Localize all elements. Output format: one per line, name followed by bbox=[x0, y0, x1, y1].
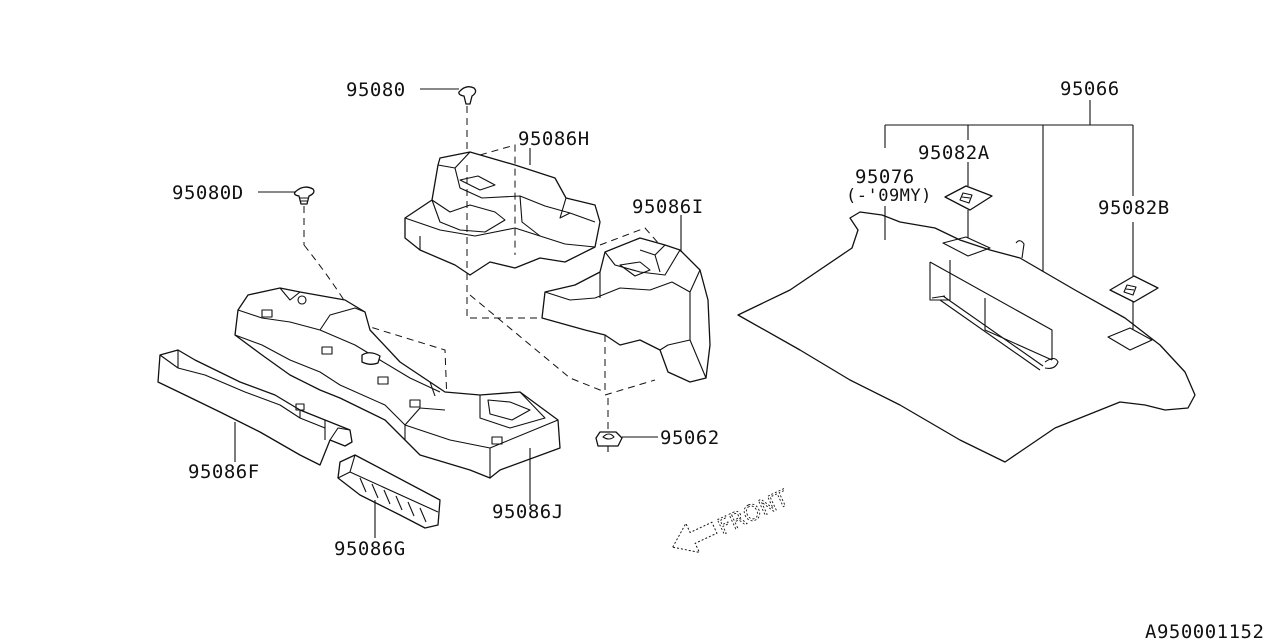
guide-dashes-2 bbox=[479, 144, 516, 255]
label-95062: 95062 bbox=[660, 427, 720, 449]
part-95086g[interactable] bbox=[337, 454, 441, 529]
label-95066: 95066 bbox=[1060, 78, 1120, 100]
leader-95066 bbox=[884, 100, 1134, 272]
label-95086f: 95086F bbox=[188, 461, 260, 483]
label-plate-95082a[interactable] bbox=[942, 185, 993, 257]
guide-dashes-1 bbox=[466, 165, 540, 319]
label-95086j: 95086J bbox=[492, 501, 564, 523]
label-95086g: 95086G bbox=[334, 538, 406, 560]
guide-dashes-5 bbox=[314, 309, 448, 403]
label-95086h: 95086H bbox=[518, 128, 590, 150]
panel-95086j[interactable] bbox=[234, 287, 561, 479]
front-indicator-text: FRONT bbox=[714, 486, 793, 541]
label-95080d: 95080D bbox=[172, 182, 244, 204]
panel-95086h[interactable] bbox=[404, 151, 601, 276]
label-95076: 95076 bbox=[855, 166, 915, 188]
panel-95086f[interactable] bbox=[157, 349, 353, 466]
strap-95076[interactable] bbox=[929, 260, 1053, 361]
guide-dashes-4 bbox=[599, 227, 661, 246]
guide-dashes-3 bbox=[604, 335, 656, 396]
label-plate-95082b[interactable] bbox=[1107, 275, 1159, 351]
label-95082a: 95082A bbox=[918, 142, 990, 164]
label-95076-note: (-'09MY) bbox=[846, 186, 932, 206]
panel-95086i[interactable] bbox=[541, 237, 711, 383]
label-95086i: 95086I bbox=[632, 196, 704, 218]
floor-mat-95066[interactable] bbox=[737, 211, 1196, 463]
label-95080: 95080 bbox=[346, 79, 406, 101]
label-95082b: 95082B bbox=[1098, 197, 1170, 219]
front-arrow-icon: FRONT bbox=[671, 485, 794, 554]
diagram-reference-id: A950001152 bbox=[1145, 621, 1264, 640]
clip-95062[interactable] bbox=[595, 398, 623, 452]
